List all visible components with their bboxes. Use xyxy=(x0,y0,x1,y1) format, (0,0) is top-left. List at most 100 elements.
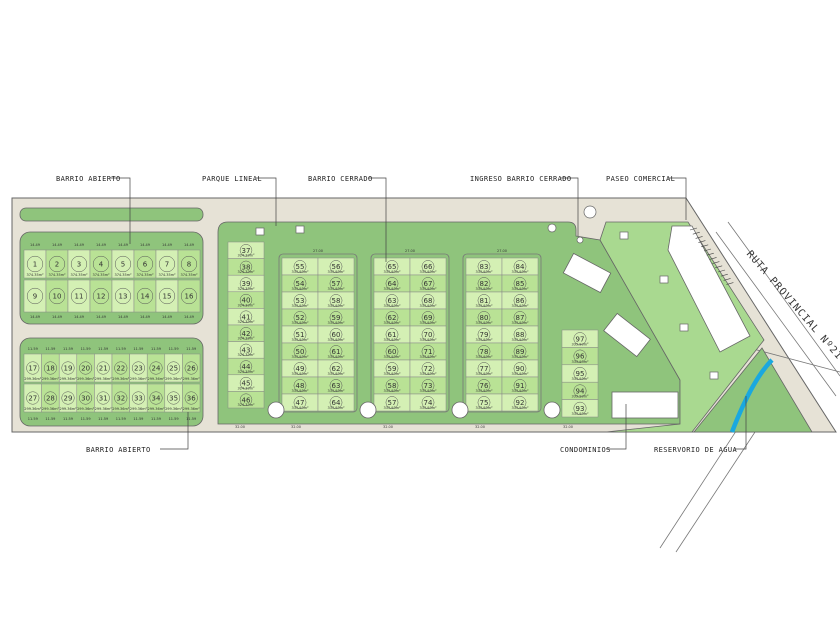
lot-number: 82 xyxy=(480,280,489,288)
lot-number: 90 xyxy=(516,365,525,373)
lot-area: 324.33m² xyxy=(237,370,255,374)
lot-number: 45 xyxy=(242,380,251,388)
lot-marker xyxy=(61,361,75,375)
ruta-line xyxy=(727,221,840,377)
lot-marker xyxy=(293,328,307,341)
lot-area: 299.36m² xyxy=(147,407,165,411)
lot-marker xyxy=(421,396,435,409)
lot-number: 24 xyxy=(152,365,161,373)
lot-area: 333.93m² xyxy=(291,287,309,291)
lot-frontage: 32.00 xyxy=(235,425,245,429)
label-leader xyxy=(160,412,189,450)
lot-frontage: 14.49 xyxy=(118,243,128,247)
label-barrio-cerrado: BARRIO CERRADO xyxy=(308,175,373,183)
lot-number: 41 xyxy=(242,313,251,321)
lot-area: 333.93m² xyxy=(511,338,529,342)
lot-area: 333.93m² xyxy=(571,377,589,381)
lot-number: 92 xyxy=(516,399,525,407)
lot-frontage: 14.49 xyxy=(140,315,150,319)
label-barrio-abierto-bottom: BARRIO ABIERTO xyxy=(86,446,151,454)
lot-frontage: 11.59 xyxy=(169,417,179,421)
lot-number: 64 xyxy=(332,399,341,407)
label-reservorio-de-agua: RESERVORIO DE AGUA xyxy=(654,446,738,454)
lot-marker xyxy=(26,391,40,405)
lot-number: 94 xyxy=(576,388,585,396)
lot xyxy=(227,391,265,409)
lot-area: 333.93m² xyxy=(419,389,437,393)
lot-marker xyxy=(158,287,176,305)
lot-area: 324.33m² xyxy=(237,303,255,307)
lot-marker xyxy=(239,393,253,406)
lot-area: 333.93m² xyxy=(475,304,493,308)
lot-area: 333.93m² xyxy=(383,389,401,393)
lot-number: 7 xyxy=(165,261,169,269)
lot-marker xyxy=(293,260,307,273)
lot-frontage: 11.59 xyxy=(169,347,179,351)
amenity-square xyxy=(659,275,669,284)
lot-area: 333.93m² xyxy=(475,287,493,291)
lot xyxy=(561,399,599,418)
lot-marker xyxy=(513,328,527,341)
lot-area: 333.93m² xyxy=(383,287,401,291)
lot-marker xyxy=(329,362,343,375)
lot xyxy=(501,393,539,412)
lot-number: 85 xyxy=(516,280,525,288)
lot-marker xyxy=(513,260,527,273)
lot-number: 62 xyxy=(388,314,397,322)
lot-marker xyxy=(48,287,66,305)
lot-number: 20 xyxy=(81,365,90,373)
lot-number: 39 xyxy=(242,280,251,288)
lot-marker xyxy=(477,294,491,307)
lot-number: 61 xyxy=(388,331,397,339)
lot-marker xyxy=(43,361,57,375)
lot-number: 66 xyxy=(424,263,433,271)
lot-marker xyxy=(149,391,163,405)
lot-marker xyxy=(329,396,343,409)
lot-area: 299.36m² xyxy=(130,377,148,381)
lot-area: 333.93m² xyxy=(475,355,493,359)
lot-area: 333.93m² xyxy=(291,355,309,359)
lot-frontage: 11.59 xyxy=(186,347,196,351)
lot-area: 299.36m² xyxy=(130,407,148,411)
lot-number: 36 xyxy=(187,395,196,403)
lot-marker xyxy=(136,287,154,305)
lot-frontage: 11.59 xyxy=(151,417,161,421)
lot-number: 97 xyxy=(576,335,585,343)
lot-number: 80 xyxy=(480,314,489,322)
lot-marker xyxy=(96,361,110,375)
lot-frontage: 11.59 xyxy=(186,417,196,421)
lot-marker xyxy=(293,311,307,324)
lot-frontage: 14.49 xyxy=(140,243,150,247)
hatch-line xyxy=(695,236,703,239)
lot-number: 52 xyxy=(296,314,305,322)
lot-frontage: 11.59 xyxy=(116,347,126,351)
cul-de-sac xyxy=(359,401,377,419)
lot-marker xyxy=(329,294,343,307)
lot-area: 333.93m² xyxy=(419,355,437,359)
label-ingreso-barrio-cerrado: INGRESO BARRIO CERRADO xyxy=(470,175,572,183)
lot-area: 333.93m² xyxy=(475,406,493,410)
lot-area: 299.36m² xyxy=(165,377,183,381)
label-leader xyxy=(368,177,387,262)
lot-marker xyxy=(477,345,491,358)
lot-frontage: 14.49 xyxy=(118,315,128,319)
lot-number: 87 xyxy=(516,314,525,322)
roundabout xyxy=(583,205,597,219)
hatch-line xyxy=(709,257,717,260)
lot-number: 12 xyxy=(97,293,106,301)
lot-frontage: 14.49 xyxy=(184,315,194,319)
lot-frontage: 14.49 xyxy=(52,243,62,247)
label-paseo-comercial: PASEO COMERCIAL xyxy=(606,175,676,183)
lot-number: 74 xyxy=(424,399,433,407)
lot-area: 333.93m² xyxy=(419,287,437,291)
hatch-line xyxy=(692,231,700,235)
lot-area: 299.36m² xyxy=(42,377,60,381)
lot-number: 57 xyxy=(332,280,341,288)
lot-area: 333.93m² xyxy=(327,304,345,308)
lot-number: 13 xyxy=(119,293,128,301)
lot-number: 59 xyxy=(332,314,341,322)
label-barrio-abierto-top: BARRIO ABIERTO xyxy=(56,175,121,183)
lot-area: 333.93m² xyxy=(475,372,493,376)
lot-number: 73 xyxy=(424,382,433,390)
